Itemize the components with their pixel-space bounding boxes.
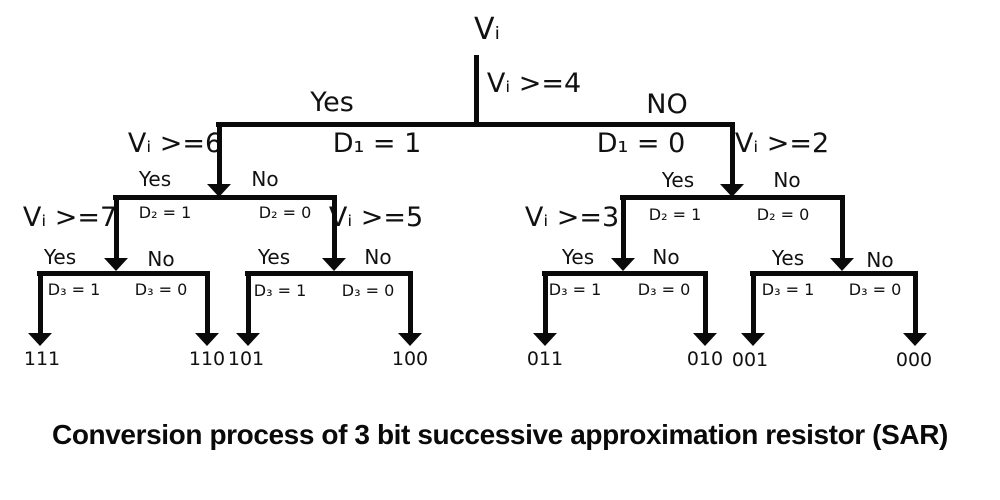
arrow-stem xyxy=(245,271,251,334)
arrow-level2-ge7 xyxy=(103,195,129,271)
leaf-code-011: 011 xyxy=(526,348,564,370)
arrow-down-icon xyxy=(195,333,219,346)
level2-right-no-bit-label: D₂ = 0 xyxy=(756,205,810,224)
level1-condition-label: Vᵢ >=4 xyxy=(486,68,582,99)
arrow-down-icon xyxy=(720,184,744,197)
arrow-down-icon xyxy=(611,258,635,271)
arrow-stem xyxy=(702,271,708,334)
level3-ge1-no-bit-label: D₃ = 0 xyxy=(848,280,902,299)
level1-yes-label: Yes xyxy=(310,87,354,118)
arrow-down-icon xyxy=(104,258,128,271)
level3-ge7-yes-bit-label: D₃ = 1 xyxy=(47,280,101,299)
level3-ge1-branch-line xyxy=(750,271,917,276)
arrow-stem xyxy=(407,271,413,334)
level3-ge7-no-bit-label: D₃ = 0 xyxy=(134,280,188,299)
arrow-down-icon xyxy=(236,333,260,346)
leaf-code-000: 000 xyxy=(895,349,933,371)
arrow-stem xyxy=(750,271,756,334)
leaf-code-010: 010 xyxy=(686,348,724,370)
level1-branch-line xyxy=(216,122,734,127)
leaf-code-110: 110 xyxy=(188,348,226,370)
arrow-down-icon xyxy=(207,184,231,197)
arrow-down-icon xyxy=(903,333,927,346)
arrow-stem xyxy=(113,195,119,259)
level2-right-yes-condition-label: Vᵢ >=3 xyxy=(524,202,620,233)
arrow-down-icon xyxy=(398,333,422,346)
arrow-down-icon xyxy=(830,258,854,271)
arrow-stem xyxy=(331,195,337,259)
level2-left-yes-bit-label: D₂ = 1 xyxy=(138,203,192,222)
arrow-level1-yes xyxy=(206,122,232,197)
leaf-code-101: 101 xyxy=(227,348,265,370)
level3-ge1-no-label: No xyxy=(866,248,894,272)
arrow-leaf-001 xyxy=(740,271,766,346)
caption-title: Conversion process of 3 bit successive a… xyxy=(52,419,948,450)
arrow-level2-ge3 xyxy=(610,195,636,271)
leaf-code-111: 111 xyxy=(23,348,61,370)
leaf-code-001: 001 xyxy=(731,349,769,371)
arrow-stem xyxy=(912,271,918,334)
level3-ge7-yes-label: Yes xyxy=(43,245,77,269)
arrow-leaf-111 xyxy=(27,271,53,346)
arrow-level1-no xyxy=(719,122,745,197)
arrow-stem xyxy=(729,122,735,185)
arrow-down-icon xyxy=(28,333,52,346)
level3-ge3-no-label: No xyxy=(652,245,680,269)
level2-left-branch-line xyxy=(113,195,336,200)
level3-ge5-branch-line xyxy=(245,271,412,276)
arrow-stem xyxy=(620,195,626,259)
level3-ge7-branch-line xyxy=(37,271,209,276)
level3-ge1-yes-label: Yes xyxy=(771,246,805,270)
level3-ge5-yes-bit-label: D₃ = 1 xyxy=(253,281,307,300)
leaf-code-100: 100 xyxy=(391,348,429,370)
arrow-leaf-000 xyxy=(902,271,928,346)
arrow-leaf-010 xyxy=(692,271,718,346)
arrow-stem xyxy=(204,271,210,334)
level2-right-no-label: No xyxy=(773,168,801,192)
arrow-down-icon xyxy=(693,333,717,346)
arrow-leaf-110 xyxy=(194,271,220,346)
level1-no-condition-label: Vᵢ >=2 xyxy=(734,128,830,159)
level2-right-yes-label: Yes xyxy=(661,168,695,192)
level2-left-yes-label: Yes xyxy=(138,167,172,191)
arrow-stem xyxy=(37,271,43,334)
level3-ge5-no-label: No xyxy=(364,245,392,269)
level1-no-bit-label: D₁ = 0 xyxy=(596,128,686,159)
level2-left-no-label: No xyxy=(251,167,279,191)
arrow-leaf-100 xyxy=(397,271,423,346)
level3-ge3-no-bit-label: D₃ = 0 xyxy=(637,280,691,299)
level3-ge3-yes-label: Yes xyxy=(561,245,595,269)
level3-ge3-branch-line xyxy=(542,271,707,276)
level3-ge5-no-bit-label: D₃ = 0 xyxy=(341,281,395,300)
level3-ge5-yes-label: Yes xyxy=(257,245,291,269)
arrow-level2-ge5 xyxy=(321,195,347,271)
level1-yes-bit-label: D₁ = 1 xyxy=(332,128,422,159)
level2-left-no-bit-label: D₂ = 0 xyxy=(258,203,312,222)
arrow-stem xyxy=(216,122,222,185)
level3-ge7-no-label: No xyxy=(147,247,175,271)
arrow-stem xyxy=(542,271,548,334)
root-label: Vᵢ xyxy=(474,12,500,47)
arrow-stem xyxy=(839,195,845,259)
arrow-down-icon xyxy=(322,258,346,271)
level2-left-yes-condition-label: Vᵢ >=7 xyxy=(22,202,118,233)
arrow-down-icon xyxy=(533,333,557,346)
arrow-leaf-101 xyxy=(235,271,261,346)
arrow-level2-ge1 xyxy=(829,195,855,271)
level2-right-yes-bit-label: D₂ = 1 xyxy=(648,205,702,224)
arrow-down-icon xyxy=(741,333,765,346)
level3-ge3-yes-bit-label: D₃ = 1 xyxy=(548,280,602,299)
level1-no-label: NO xyxy=(646,89,688,120)
level2-left-no-condition-label: Vᵢ >=5 xyxy=(328,202,424,233)
arrow-leaf-011 xyxy=(532,271,558,346)
level1-yes-condition-label: Vᵢ >=6 xyxy=(127,128,223,159)
root-stem-line xyxy=(474,55,479,127)
level3-ge1-yes-bit-label: D₃ = 1 xyxy=(761,280,815,299)
level2-right-branch-line xyxy=(620,195,844,200)
